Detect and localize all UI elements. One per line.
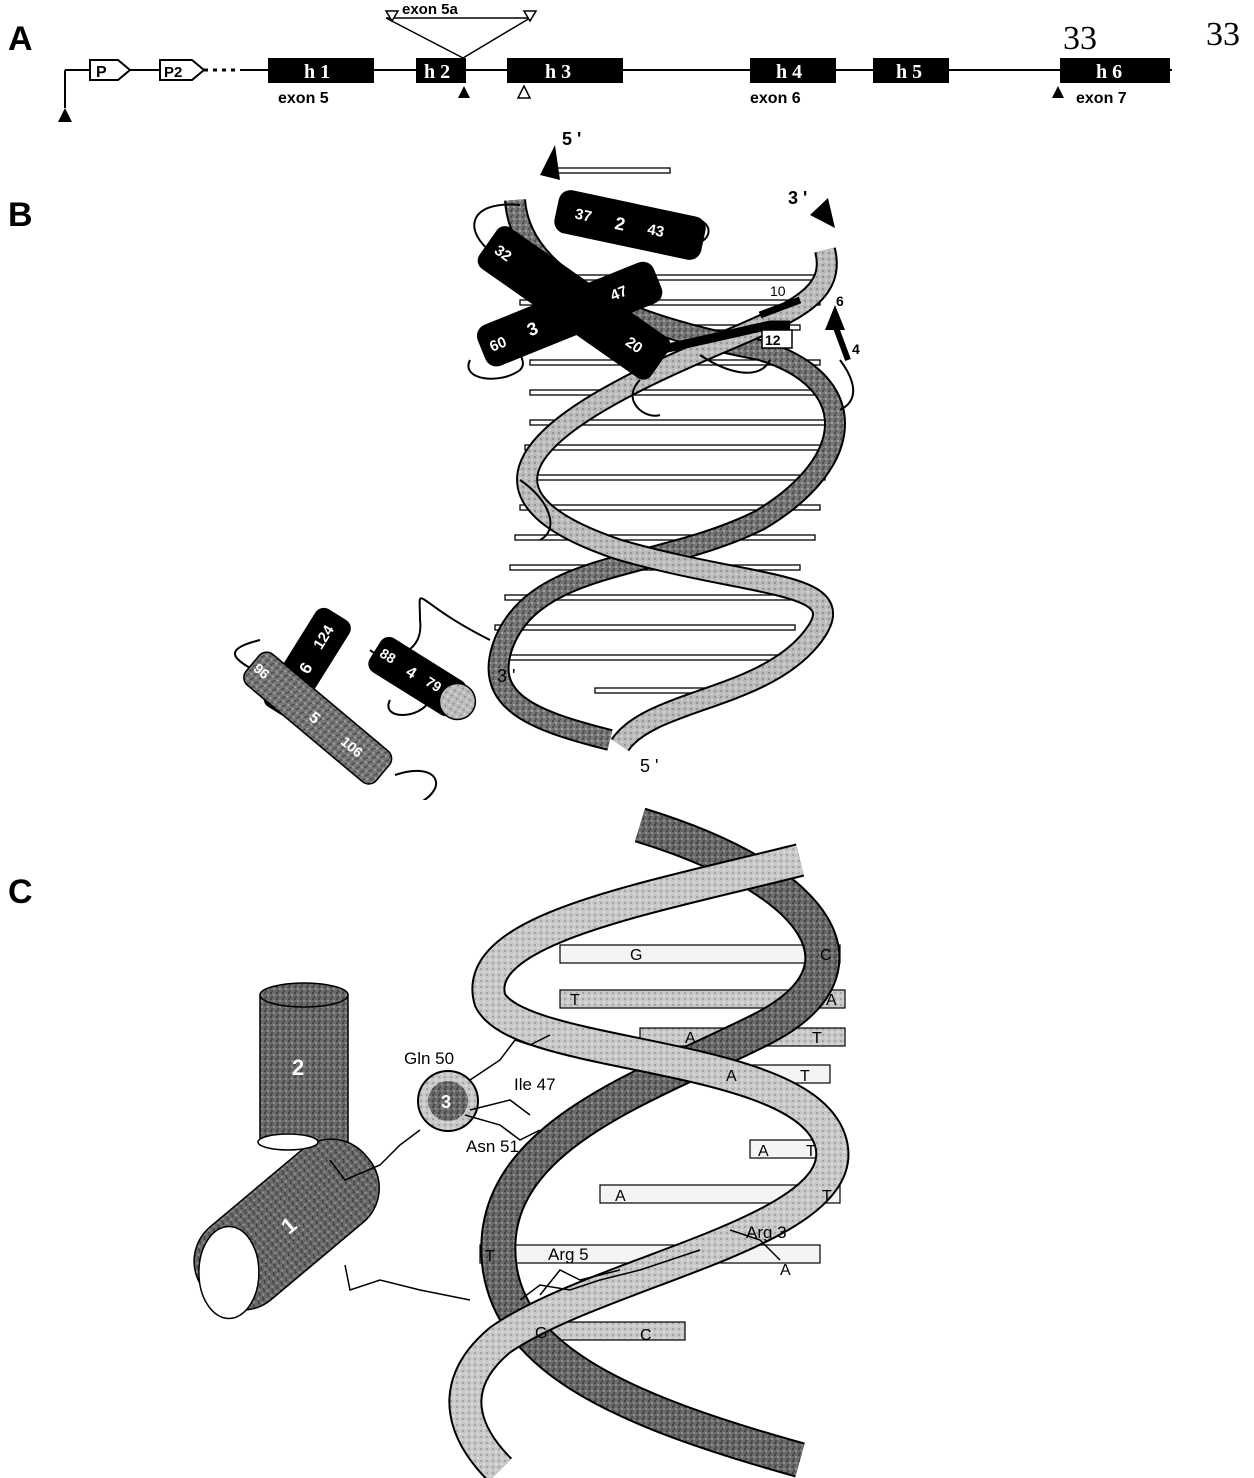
splice-marker-3 [1052,86,1064,98]
svg-text:T: T [806,1143,816,1160]
exon-5a-label: exon 5a [402,1,459,18]
svg-text:A: A [726,1068,737,1085]
svg-text:T: T [812,1030,822,1047]
helix-cylinder-2: 2 [260,983,348,1145]
svg-text:A: A [615,1188,626,1205]
svg-text:Asn 51: Asn 51 [466,1137,519,1156]
strand-label-5prime-bottom: 5 ' [640,756,658,776]
strand-label-3prime-top: 3 ' [788,188,807,208]
splice-marker-open [518,86,530,98]
helix-box-h6: h 6 [1096,61,1122,83]
protein-helix-4: 88 4 79 [365,633,484,728]
helix-box-h1: h 1 [304,61,330,83]
svg-text:Ile 47: Ile 47 [514,1075,556,1094]
svg-text:C: C [820,947,832,964]
svg-text:T: T [570,992,580,1009]
exon-6-label: exon 6 [750,90,801,107]
gene-structure-diagram: P P2 h 1 h 2 h 3 h 4 h 5 h 6 exon 5a exo… [0,0,1254,130]
strand-arrow-3prime-top [810,198,835,228]
svg-text:3: 3 [441,1092,451,1112]
svg-text:C: C [640,1327,652,1344]
promoter-1-label: P [96,64,107,81]
svg-text:12: 12 [765,332,781,348]
helix-box-h4: h 4 [776,61,802,83]
svg-text:Arg 5: Arg 5 [548,1245,589,1264]
exon-5-label: exon 5 [278,90,329,107]
svg-text:A: A [780,1262,791,1279]
svg-text:Arg 3: Arg 3 [746,1223,787,1242]
svg-text:37: 37 [573,206,593,226]
recognition-helix-detail: G C T A A T A T A T A T T A G C 2 1 3 [0,800,1254,1478]
svg-text:T: T [800,1068,810,1085]
helix-box-h5: h 5 [896,61,922,83]
svg-text:T: T [822,1188,832,1205]
helix-box-h2: h 2 [424,61,450,83]
promoter-1-arrow: P [90,60,130,81]
exon-7-label: exon 7 [1076,90,1127,107]
promoter-2-arrow: P2 [160,60,204,81]
svg-text:4: 4 [852,341,860,357]
svg-text:2: 2 [292,1055,304,1080]
svg-text:G: G [535,1325,547,1342]
helix-box-h3: h 3 [545,61,571,83]
protein-helix-2: 37 2 43 [552,188,708,262]
svg-text:6: 6 [836,293,844,309]
promoter-2-label: P2 [164,64,182,81]
strand-arrow-5prime-top [540,145,560,180]
svg-text:A: A [685,1030,696,1047]
svg-text:T: T [485,1248,495,1265]
splice-marker-2 [458,86,470,98]
recognition-helix-3: 3 [418,1071,478,1131]
svg-text:43: 43 [646,221,666,241]
svg-text:A: A [826,992,837,1009]
strand-label-3prime-bottom: 3 ' [497,666,515,686]
strand-label-5prime-top: 5 ' [562,129,581,149]
protein-dna-structure: 5 ' 3 ' 3 ' 5 ' 37 2 43 32 1 20 60 3 47 [0,120,1254,800]
svg-text:Gln 50: Gln 50 [404,1049,454,1068]
svg-text:G: G [630,947,642,964]
svg-text:A: A [758,1143,769,1160]
svg-text:10: 10 [770,283,786,299]
